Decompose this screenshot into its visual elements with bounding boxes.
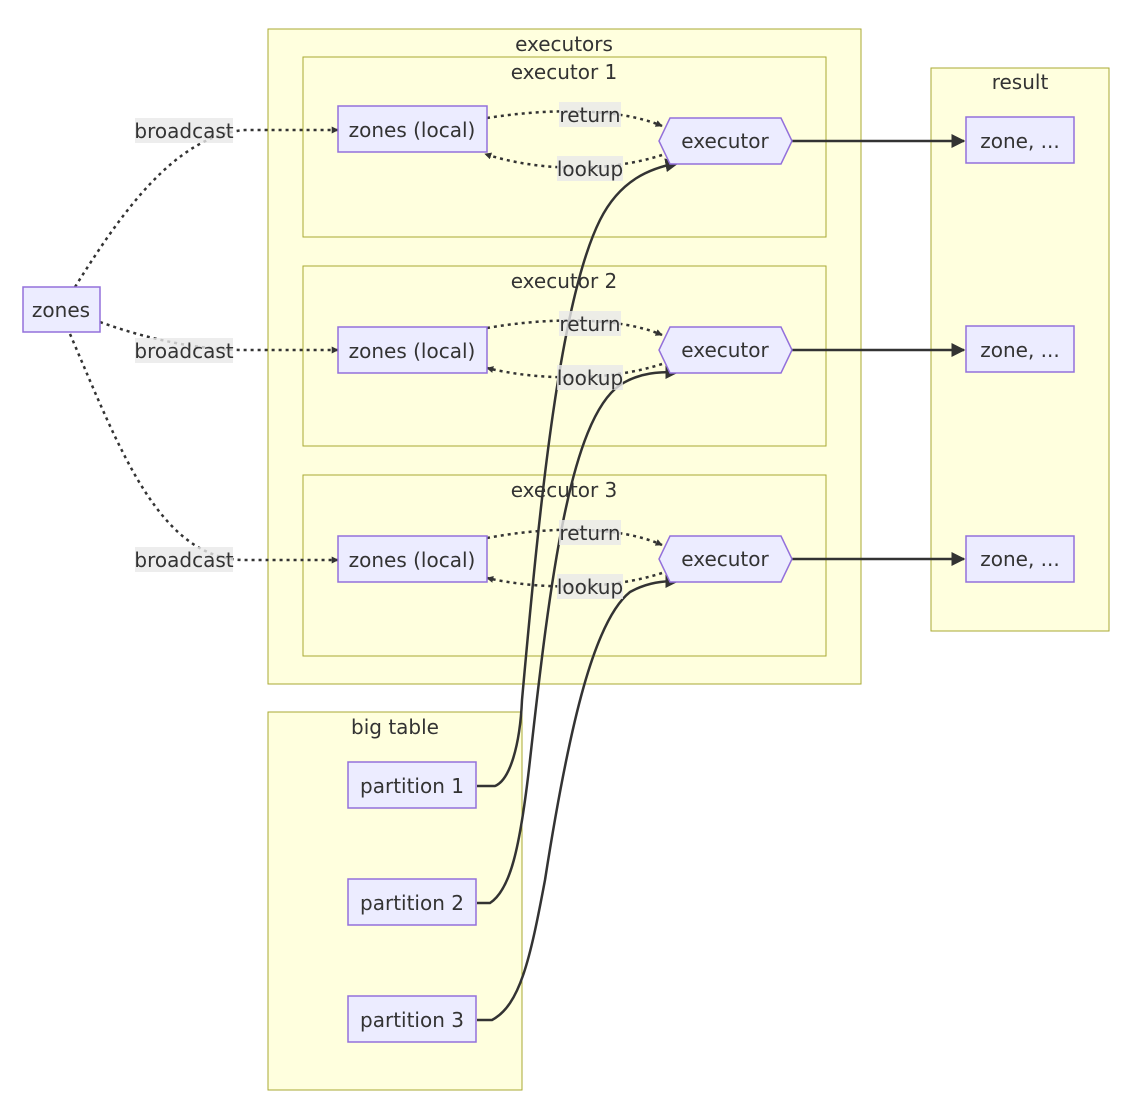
edge-return-1 bbox=[486, 110, 663, 128]
node-executor-2[interactable]: executor bbox=[658, 326, 793, 374]
svg-text:return: return bbox=[559, 521, 620, 545]
svg-text:zones (local): zones (local) bbox=[349, 118, 476, 142]
edge-lookup-2 bbox=[486, 362, 663, 379]
edge-label-lookup-1: lookup bbox=[557, 156, 623, 181]
svg-text:executor: executor bbox=[681, 547, 769, 571]
svg-text:lookup: lookup bbox=[557, 366, 623, 390]
edge-label-lookup-2: lookup bbox=[557, 365, 623, 390]
node-executor-1[interactable]: executor bbox=[658, 117, 793, 165]
edge-return-3 bbox=[486, 528, 663, 547]
edge-label-broadcast-3: broadcast bbox=[134, 547, 234, 572]
node-partition-1[interactable]: partition 1 bbox=[347, 761, 477, 809]
node-zones-local-2[interactable]: zones (local) bbox=[337, 326, 488, 374]
cluster-result-title: result bbox=[992, 70, 1049, 94]
cluster-executor-3-title: executor 3 bbox=[511, 478, 618, 502]
edge-label-broadcast-2: broadcast bbox=[134, 338, 234, 363]
edge-label-return-3: return bbox=[559, 520, 621, 545]
svg-text:zones (local): zones (local) bbox=[349, 548, 476, 572]
node-result-2[interactable]: zone, ... bbox=[965, 325, 1075, 373]
edge-partition-1-executor-1 bbox=[477, 158, 680, 788]
svg-text:zone, ...: zone, ... bbox=[980, 547, 1060, 571]
svg-text:partition 3: partition 3 bbox=[360, 1008, 464, 1032]
edge-broadcast-2 bbox=[99, 320, 339, 354]
cluster-executor-2-title: executor 2 bbox=[511, 269, 618, 293]
svg-text:broadcast: broadcast bbox=[134, 119, 233, 143]
node-result-3[interactable]: zone, ... bbox=[965, 535, 1075, 583]
svg-text:executor: executor bbox=[681, 129, 769, 153]
svg-text:lookup: lookup bbox=[557, 157, 623, 181]
svg-text:lookup: lookup bbox=[557, 575, 623, 599]
svg-text:broadcast: broadcast bbox=[134, 339, 233, 363]
node-zones[interactable]: zones bbox=[22, 286, 101, 333]
svg-text:executor: executor bbox=[681, 338, 769, 362]
svg-text:broadcast: broadcast bbox=[134, 548, 233, 572]
edge-label-broadcast-1: broadcast bbox=[134, 118, 234, 143]
cluster-big-table-title: big table bbox=[351, 715, 439, 739]
svg-text:return: return bbox=[559, 312, 620, 336]
node-executor-3[interactable]: executor bbox=[658, 535, 793, 583]
edge-partition-3-executor-3 bbox=[477, 574, 680, 1022]
svg-text:zone, ...: zone, ... bbox=[980, 338, 1060, 362]
svg-text:partition 1: partition 1 bbox=[360, 774, 464, 798]
edge-label-lookup-3: lookup bbox=[557, 574, 623, 599]
node-partition-2[interactable]: partition 2 bbox=[347, 878, 477, 926]
edge-lookup-3 bbox=[486, 571, 663, 588]
svg-text:zones: zones bbox=[32, 298, 90, 322]
node-zones-local-1[interactable]: zones (local) bbox=[337, 105, 488, 153]
edge-partition-2-executor-2 bbox=[477, 365, 680, 905]
svg-text:zone, ...: zone, ... bbox=[980, 129, 1060, 153]
cluster-executor-1-title: executor 1 bbox=[511, 60, 618, 84]
svg-text:return: return bbox=[559, 103, 620, 127]
svg-text:zones (local): zones (local) bbox=[349, 339, 476, 363]
node-zones-local-3[interactable]: zones (local) bbox=[337, 535, 488, 583]
edge-label-return-1: return bbox=[559, 102, 621, 127]
node-partition-3[interactable]: partition 3 bbox=[347, 995, 477, 1043]
svg-text:partition 2: partition 2 bbox=[360, 891, 464, 915]
node-result-1[interactable]: zone, ... bbox=[965, 116, 1075, 164]
edge-return-2 bbox=[486, 319, 663, 337]
edge-label-return-2: return bbox=[559, 311, 621, 336]
cluster-executors-title: executors bbox=[515, 32, 613, 56]
